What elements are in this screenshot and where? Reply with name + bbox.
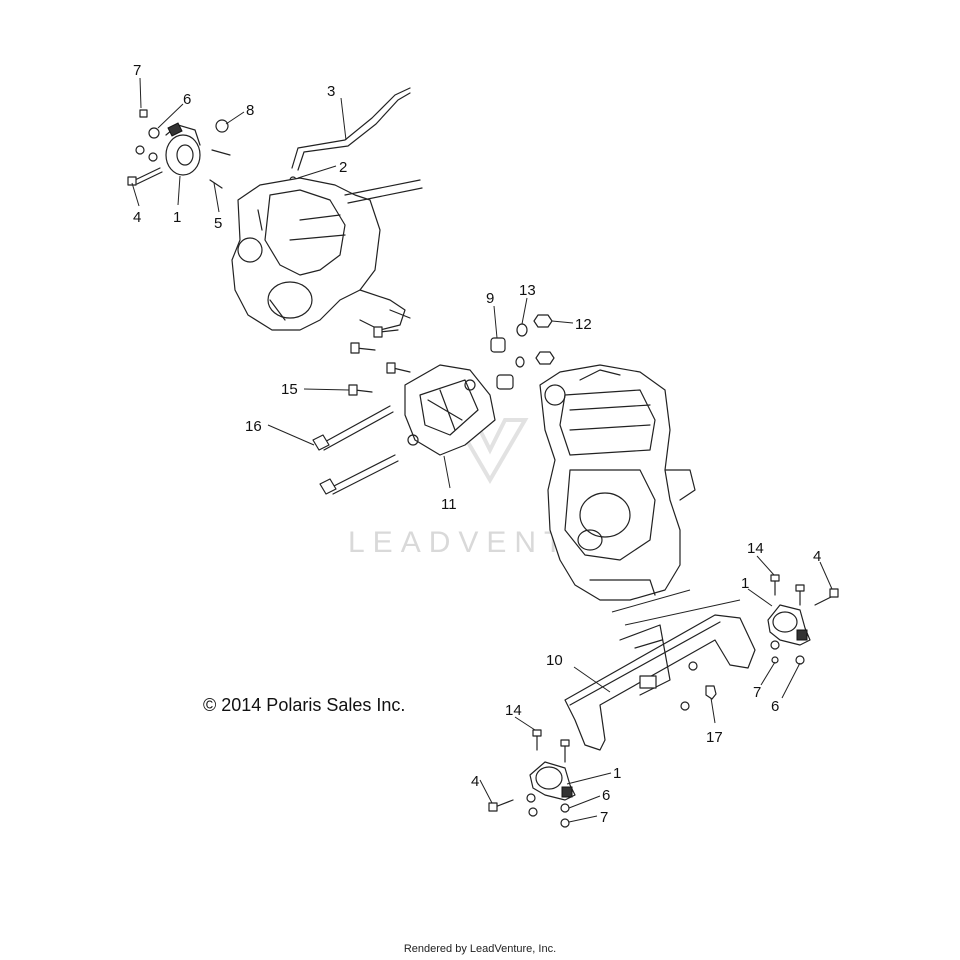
callout-6: 6	[183, 91, 191, 108]
callout-7: 7	[753, 684, 761, 701]
callout-2: 2	[339, 159, 347, 176]
callout-12: 12	[575, 316, 592, 333]
callout-11: 11	[441, 496, 457, 513]
mount-top-left	[127, 109, 231, 189]
bushings	[490, 314, 555, 390]
frame-crossmember	[564, 614, 756, 751]
leader-lines	[131, 77, 833, 823]
callout-7: 7	[600, 809, 608, 826]
callout-1: 1	[613, 765, 621, 782]
callout-3: 3	[327, 83, 335, 100]
callout-9: 9	[486, 290, 494, 307]
callout-14: 14	[505, 702, 522, 719]
callout-4: 4	[471, 773, 479, 790]
callout-16: 16	[245, 418, 262, 435]
hose	[289, 87, 411, 184]
callout-4: 4	[813, 548, 821, 565]
callout-7: 7	[133, 62, 141, 79]
callout-1: 1	[741, 575, 749, 592]
footer-credit: Rendered by LeadVenture, Inc.	[403, 943, 557, 955]
callout-13: 13	[519, 282, 536, 299]
callout-1: 1	[173, 209, 181, 226]
mount-right	[767, 574, 839, 665]
loose-bolts	[312, 326, 411, 495]
callout-labels: 7 6 8 3 2 4 1 5 9 13 12 15 16 11 14 4 1 …	[133, 62, 821, 826]
engine	[539, 364, 696, 601]
projection-lines	[611, 589, 741, 626]
callout-10: 10	[546, 652, 563, 669]
bracket	[404, 364, 496, 456]
callout-4: 4	[133, 209, 141, 226]
copyright-text: © 2014 Polaris Sales Inc.	[203, 695, 406, 715]
callout-15: 15	[281, 381, 298, 398]
callout-17: 17	[706, 729, 723, 746]
callout-8: 8	[246, 102, 254, 119]
callout-5: 5	[214, 215, 222, 232]
callout-6: 6	[602, 787, 610, 804]
callout-6: 6	[771, 698, 779, 715]
callout-14: 14	[747, 540, 764, 557]
transmission	[231, 177, 423, 331]
mount-bottom	[488, 729, 576, 828]
